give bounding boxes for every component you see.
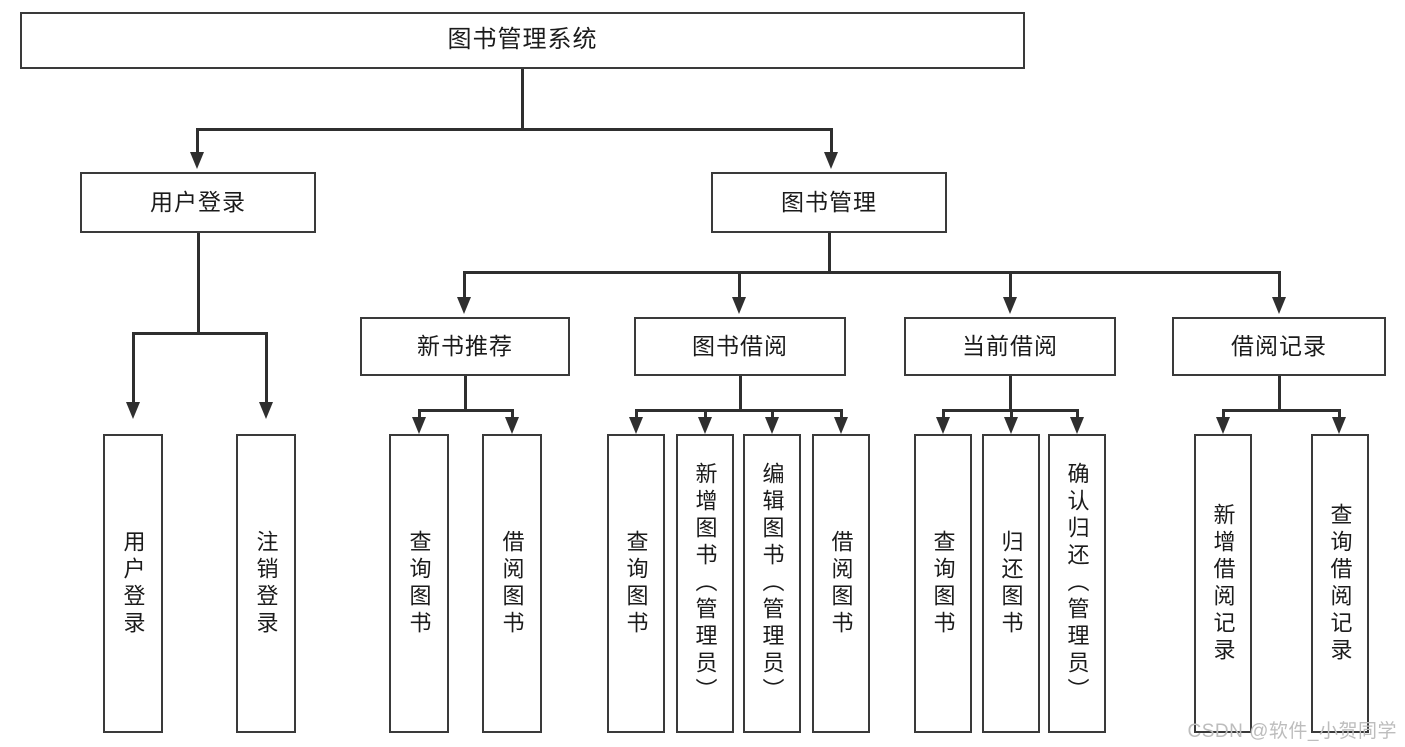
leaf-label: 新增借阅记录: [1210, 502, 1236, 665]
leaf-new-book-rec-1[interactable]: 借阅图书: [482, 434, 542, 733]
edge-to-user-login: [196, 128, 199, 156]
leaf-user-login-0[interactable]: 用户登录: [103, 434, 163, 733]
edge-book-borrow-leaf2: [704, 409, 707, 420]
leaf-label: 查询图书: [623, 529, 649, 638]
arrowhead-current-borrow: [1003, 297, 1017, 314]
leaf-borrow-record-1[interactable]: 查询借阅记录: [1311, 434, 1369, 733]
arrowhead-borrow-record-leaf1: [1216, 417, 1230, 434]
leaf-label: 查询图书: [930, 529, 956, 638]
edge-user-login-bus: [132, 332, 267, 335]
edge-book-borrow-bus: [635, 409, 842, 412]
arrowhead-borrow-record: [1272, 297, 1286, 314]
leaf-borrow-record-0[interactable]: 新增借阅记录: [1194, 434, 1252, 733]
leaf-label: 查询图书: [406, 529, 432, 638]
leaf-current-borrow-0[interactable]: 查询图书: [914, 434, 972, 733]
edge-level3-bus: [463, 271, 1280, 274]
edge-book-borrow-stem: [739, 376, 742, 411]
edge-to-borrow-record: [1278, 271, 1281, 301]
node-new-book-rec[interactable]: 新书推荐: [360, 317, 570, 376]
edge-current-borrow-leaf2: [1010, 409, 1013, 420]
node-current-borrow[interactable]: 当前借阅: [904, 317, 1116, 376]
edge-new-book-rec-stem: [464, 376, 467, 411]
node-label: 图书借阅: [692, 332, 788, 359]
node-label: 图书管理系统: [447, 26, 598, 54]
leaf-label: 借阅图书: [828, 529, 854, 638]
edge-borrow-record-leaf1: [1222, 409, 1225, 420]
edge-book-borrow-leaf4: [840, 409, 843, 420]
leaf-label: 编辑图书（管理员）: [759, 462, 785, 705]
leaf-book-borrow-1[interactable]: 新增图书（管理员）: [676, 434, 734, 733]
edge-user-login-leaf2: [265, 332, 268, 406]
edge-borrow-record-bus: [1222, 409, 1340, 412]
leaf-new-book-rec-0[interactable]: 查询图书: [389, 434, 449, 733]
arrowhead-user-login-leaf1: [126, 402, 140, 419]
edge-to-book-manage: [830, 128, 833, 156]
node-book-manage[interactable]: 图书管理: [711, 172, 947, 233]
edge-root-stem: [521, 69, 524, 130]
node-label: 图书管理: [781, 188, 877, 215]
edge-new-book-rec-leaf1: [418, 409, 421, 420]
arrowhead-book-borrow-leaf2: [698, 417, 712, 434]
arrowhead-new-book-rec-leaf2: [505, 417, 519, 434]
edge-to-new-book-rec: [463, 271, 466, 301]
leaf-label: 查询借阅记录: [1327, 502, 1353, 665]
edge-level2-bus: [196, 128, 832, 131]
arrowhead-book-borrow-leaf1: [629, 417, 643, 434]
leaf-book-borrow-3[interactable]: 借阅图书: [812, 434, 870, 733]
node-label: 新书推荐: [417, 332, 513, 359]
edge-user-login-stem: [197, 233, 200, 334]
leaf-book-borrow-2[interactable]: 编辑图书（管理员）: [743, 434, 801, 733]
edge-current-borrow-leaf3: [1076, 409, 1079, 420]
leaf-label: 借阅图书: [499, 529, 525, 638]
edge-current-borrow-leaf1: [942, 409, 945, 420]
leaf-book-borrow-0[interactable]: 查询图书: [607, 434, 665, 733]
arrowhead-user-login: [190, 152, 204, 169]
edge-book-borrow-leaf1: [635, 409, 638, 420]
edge-current-borrow-stem: [1009, 376, 1012, 411]
node-label: 借阅记录: [1231, 332, 1327, 359]
node-book-borrow[interactable]: 图书借阅: [634, 317, 846, 376]
edge-user-login-leaf1: [132, 332, 135, 406]
leaf-current-borrow-2[interactable]: 确认归还（管理员）: [1048, 434, 1106, 733]
edge-new-book-rec-bus: [418, 409, 513, 412]
arrowhead-current-borrow-leaf3: [1070, 417, 1084, 434]
edge-book-manage-stem: [828, 233, 831, 273]
arrowhead-book-borrow: [732, 297, 746, 314]
leaf-label: 确认归还（管理员）: [1064, 462, 1090, 705]
leaf-label: 注销登录: [253, 529, 279, 638]
arrowhead-user-login-leaf2: [259, 402, 273, 419]
edge-borrow-record-leaf2: [1338, 409, 1341, 420]
leaf-label: 用户登录: [120, 529, 146, 638]
node-borrow-record[interactable]: 借阅记录: [1172, 317, 1386, 376]
node-user-login[interactable]: 用户登录: [80, 172, 316, 233]
arrowhead-book-borrow-leaf3: [765, 417, 779, 434]
edge-new-book-rec-leaf2: [511, 409, 514, 420]
arrowhead-new-book-rec-leaf1: [412, 417, 426, 434]
arrowhead-new-book-rec: [457, 297, 471, 314]
leaf-label: 新增图书（管理员）: [692, 462, 718, 705]
edge-book-borrow-leaf3: [771, 409, 774, 420]
node-root-system[interactable]: 图书管理系统: [20, 12, 1025, 69]
arrowhead-current-borrow-leaf2: [1004, 417, 1018, 434]
edge-borrow-record-stem: [1278, 376, 1281, 411]
node-label: 当前借阅: [962, 332, 1058, 359]
node-label: 用户登录: [150, 188, 246, 215]
edge-to-current-borrow: [1009, 271, 1012, 301]
leaf-user-login-1[interactable]: 注销登录: [236, 434, 296, 733]
arrowhead-borrow-record-leaf2: [1332, 417, 1346, 434]
arrowhead-current-borrow-leaf1: [936, 417, 950, 434]
edge-to-book-borrow: [738, 271, 741, 301]
arrowhead-book-borrow-leaf4: [834, 417, 848, 434]
leaf-label: 归还图书: [998, 529, 1024, 638]
leaf-current-borrow-1[interactable]: 归还图书: [982, 434, 1040, 733]
arrowhead-book-manage: [824, 152, 838, 169]
